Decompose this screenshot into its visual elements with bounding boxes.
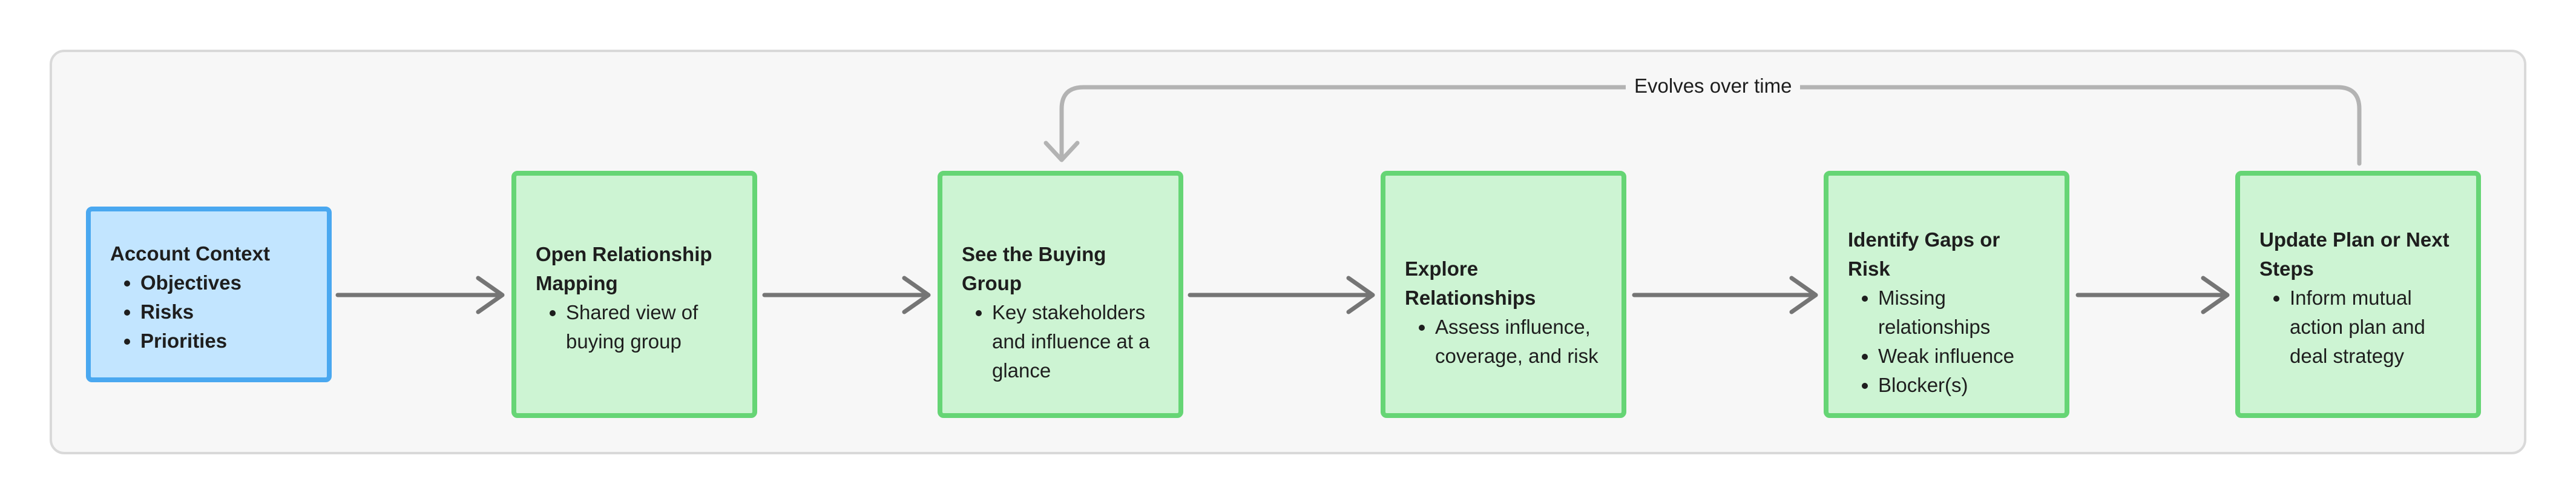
list-item: Key stakeholders and influence at a glan… <box>992 298 1160 385</box>
node-list: Shared view of buying group <box>536 298 734 356</box>
arrow-2 <box>762 276 931 314</box>
node-title: Explore Relationships <box>1405 257 1536 309</box>
list-item: Assess influence, coverage, and risk <box>1435 313 1603 371</box>
node-identify-gaps: Identify Gaps or Risk Missing relationsh… <box>1824 171 2069 418</box>
node-see-buying-group: See the Buying Group Key stakeholders an… <box>938 171 1183 418</box>
node-account-context: Account Context Objectives Risks Priorit… <box>86 207 332 382</box>
arrow-3 <box>1188 276 1375 314</box>
node-title: Account Context <box>110 242 270 265</box>
node-open-relationship-mapping: Open Relationship Mapping Shared view of… <box>511 171 757 418</box>
node-list: Inform mutual action plan and deal strat… <box>2259 284 2458 371</box>
node-update-plan: Update Plan or Next Steps Inform mutual … <box>2235 171 2481 418</box>
list-item: Missing relationships <box>1878 284 2046 342</box>
list-item: Risks <box>140 297 309 327</box>
node-list: Missing relationships Weak influence Blo… <box>1848 284 2046 400</box>
list-item: Objectives <box>140 268 309 297</box>
list-item: Blocker(s) <box>1878 371 2046 400</box>
node-title: See the Buying Group <box>962 243 1106 294</box>
list-item: Priorities <box>140 327 309 356</box>
node-list: Key stakeholders and influence at a glan… <box>962 298 1160 385</box>
node-title: Identify Gaps or Risk <box>1848 228 2000 280</box>
node-title: Update Plan or Next Steps <box>2259 228 2450 280</box>
list-item: Shared view of buying group <box>566 298 734 356</box>
node-list: Objectives Risks Priorities <box>110 268 309 356</box>
list-item: Weak influence <box>1878 342 2046 371</box>
arrow-1 <box>335 276 505 314</box>
node-title: Open Relationship Mapping <box>536 243 712 294</box>
node-explore-relationships: Explore Relationships Assess influence, … <box>1381 171 1626 418</box>
loop-label: Evolves over time <box>1626 71 1801 101</box>
flow-arrows <box>335 276 2230 314</box>
list-item: Inform mutual action plan and deal strat… <box>2290 284 2458 371</box>
arrow-4 <box>1632 276 1818 314</box>
node-list: Assess influence, coverage, and risk <box>1405 313 1603 371</box>
arrow-5 <box>2075 276 2230 314</box>
diagram-frame <box>50 50 2526 454</box>
